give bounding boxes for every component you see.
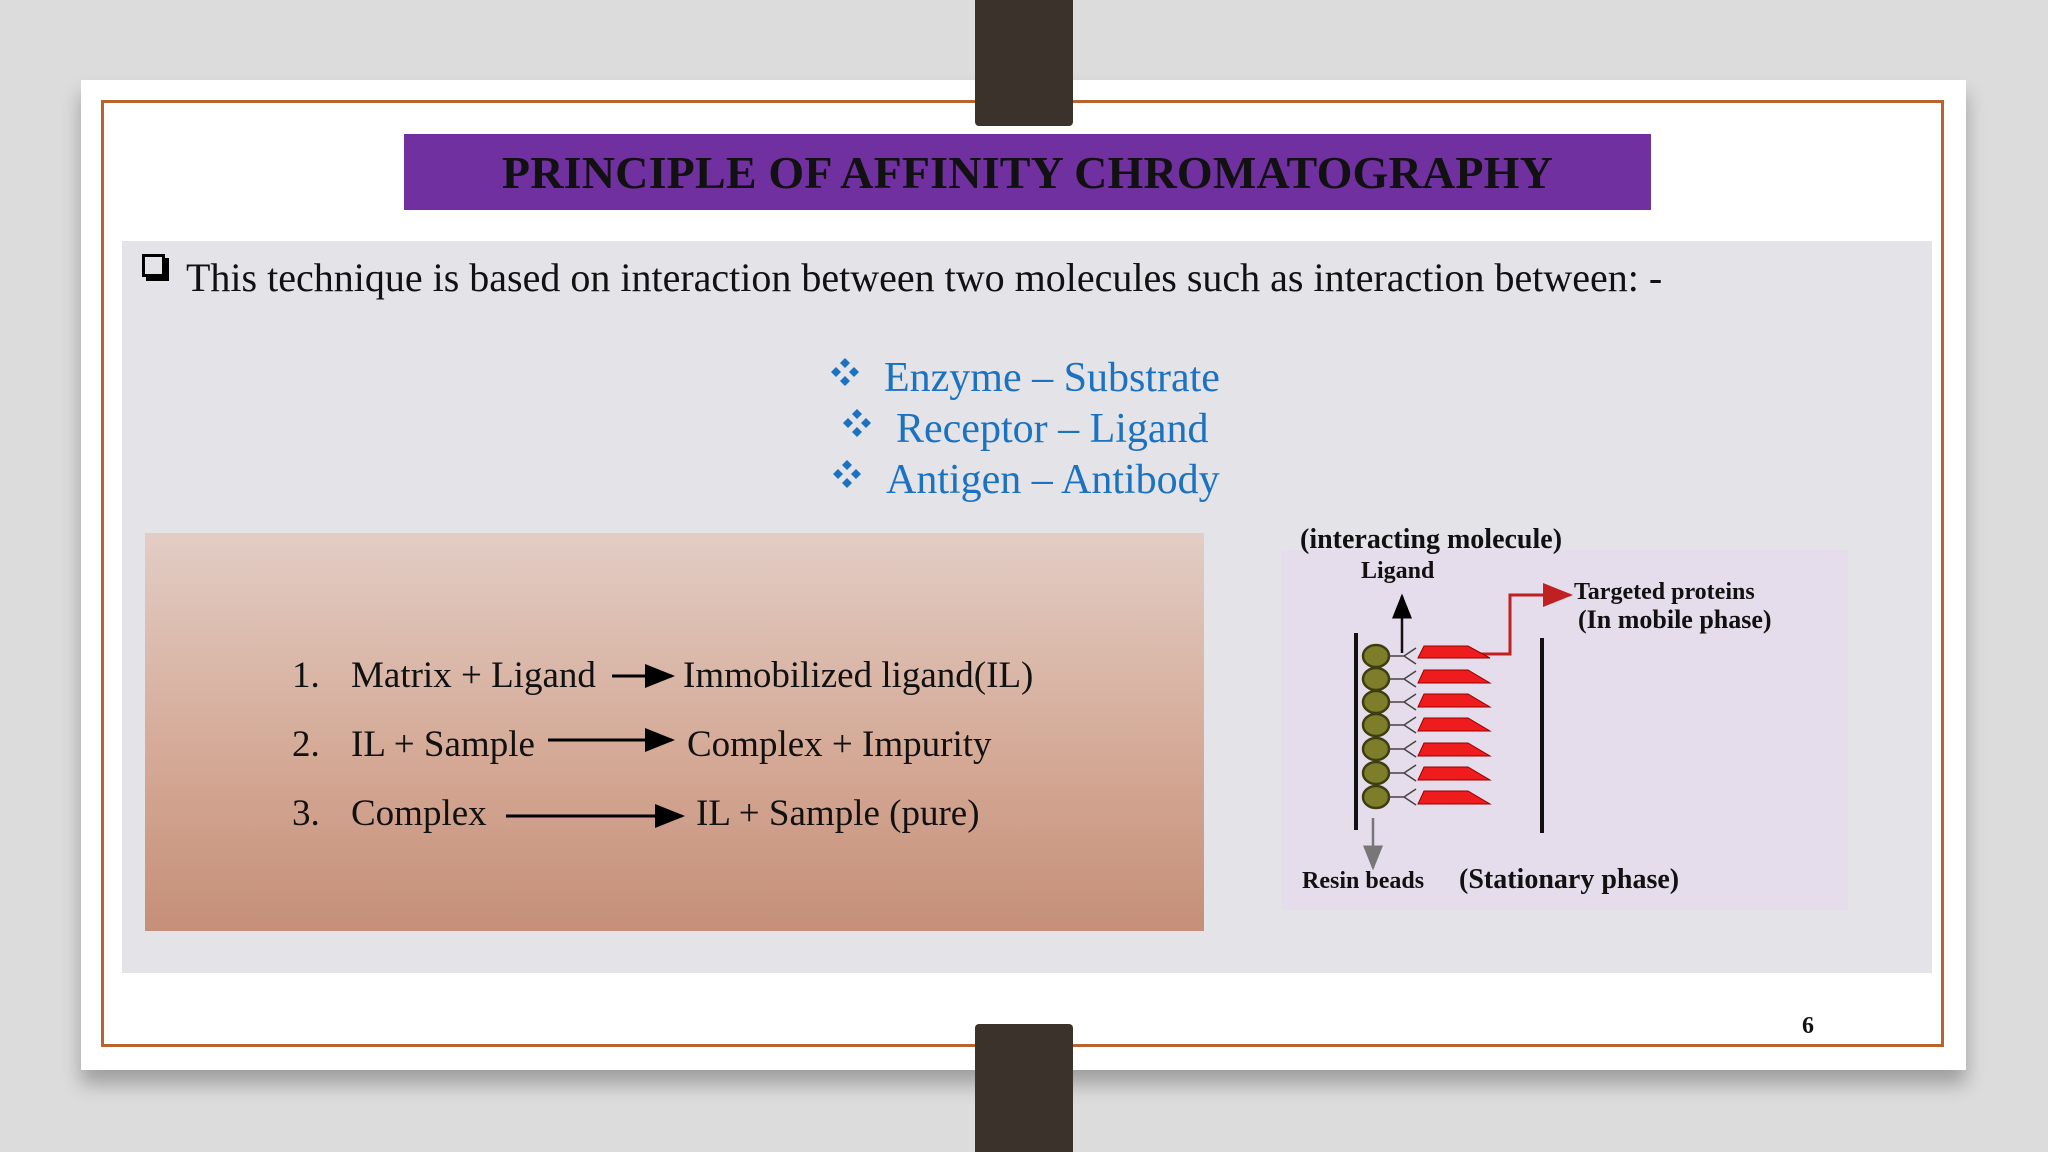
title-bar: PRINCIPLE OF AFFINITY CHROMATOGRAPHY	[404, 134, 1651, 210]
reaction-1-right: Immobilized ligand(IL)	[683, 655, 1034, 696]
binder-clip-top	[975, 0, 1073, 126]
four-diamond-icon	[831, 358, 859, 386]
slide-title: PRINCIPLE OF AFFINITY CHROMATOGRAPHY	[501, 146, 1554, 198]
reaction-3-number: 3.	[292, 793, 320, 834]
targeted-proteins-label: Targeted proteins	[1574, 579, 1755, 605]
pair-item-1: Enzyme – Substrate	[884, 355, 1220, 401]
reaction-1-left: Matrix + Ligand	[351, 655, 596, 696]
binder-clip-bottom	[975, 1024, 1073, 1152]
stationary-phase-label: (Stationary phase)	[1459, 864, 1680, 895]
page-number: 6	[1802, 1013, 1814, 1039]
reaction-2-number: 2.	[292, 724, 320, 765]
reaction-3-left: Complex	[351, 793, 487, 834]
checkbox-square-icon	[142, 254, 165, 277]
reaction-2-right: Complex + Impurity	[687, 724, 992, 765]
mobile-phase-label: (In mobile phase)	[1578, 605, 1772, 634]
reaction-2-left: IL + Sample	[351, 724, 535, 765]
four-diamond-icon	[833, 460, 861, 488]
intro-text: This technique is based on interaction b…	[186, 255, 1663, 300]
resin-beads-label: Resin beads	[1302, 868, 1425, 894]
interacting-molecule-label: (interacting molecule)	[1300, 524, 1563, 555]
four-diamond-icon	[843, 409, 871, 437]
reaction-3-right: IL + Sample (pure)	[696, 793, 980, 834]
diagram-background	[1281, 550, 1848, 910]
ligand-label: Ligand	[1361, 558, 1435, 584]
reaction-1-number: 1.	[292, 655, 320, 696]
pair-item-2: Receptor – Ligand	[896, 406, 1209, 452]
pair-item-3: Antigen – Antibody	[886, 457, 1220, 503]
